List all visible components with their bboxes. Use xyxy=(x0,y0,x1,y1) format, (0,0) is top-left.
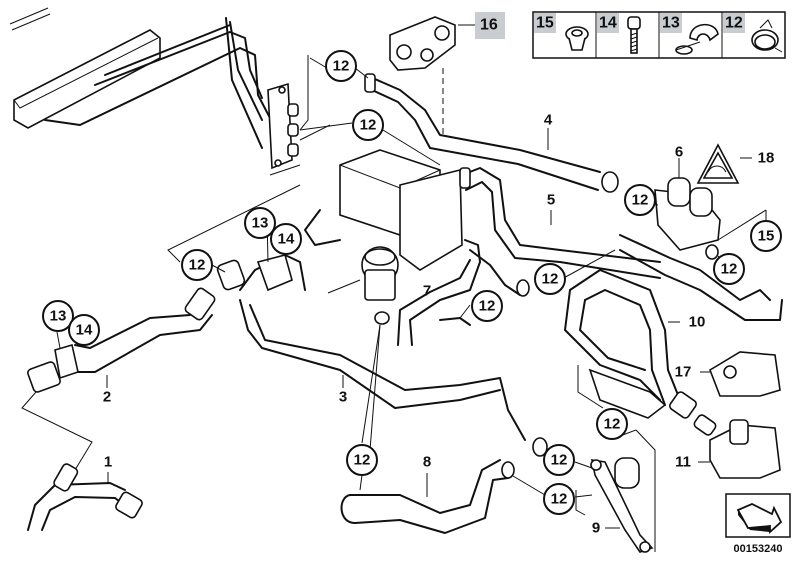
callout-13: 13 xyxy=(42,300,74,332)
hose-clamp-icon xyxy=(751,19,783,53)
callout-13: 13 xyxy=(244,207,276,239)
legend-number: 13 xyxy=(662,15,680,32)
callout-12: 12 xyxy=(543,444,575,476)
part-label-11: 11 xyxy=(675,454,691,471)
grommet-icon xyxy=(565,26,589,51)
part-label-2: 2 xyxy=(103,389,111,406)
callout-12: 12 xyxy=(596,408,628,440)
callout-12: 12 xyxy=(624,184,656,216)
hose-10 xyxy=(564,269,697,419)
hose-4 xyxy=(364,73,619,193)
legend-item-13: 13 xyxy=(660,13,719,55)
part-label-10: 10 xyxy=(689,314,706,331)
callout-label: 12 xyxy=(360,117,377,134)
pump-cover-17 xyxy=(700,351,781,397)
warning-label-18 xyxy=(696,143,752,184)
pipe-clamp-icon xyxy=(675,23,719,55)
next-page-arrow-icon xyxy=(736,503,783,535)
callout-14: 14 xyxy=(68,314,100,346)
callout-label: 15 xyxy=(758,228,775,245)
legend-strip: 15 14 13 xyxy=(532,11,786,59)
bracket-valve-9 xyxy=(575,429,656,553)
callout-12: 12 xyxy=(346,444,378,476)
legend-item-15: 15 xyxy=(534,13,589,51)
callout-label: 12 xyxy=(632,192,649,209)
part-label-8: 8 xyxy=(423,454,431,471)
part-label-17: 17 xyxy=(675,364,692,381)
legend-number-16: 16 xyxy=(480,17,498,34)
next-page-arrow[interactable] xyxy=(725,493,791,538)
callout-12: 12 xyxy=(543,483,575,515)
callout-label: 13 xyxy=(252,215,269,232)
callout-label: 12 xyxy=(542,271,559,288)
legend-item-14: 14 xyxy=(597,13,641,54)
callout-12: 12 xyxy=(325,50,357,82)
callout-label: 13 xyxy=(50,308,67,325)
callout-label: 12 xyxy=(551,452,568,469)
callout-label: 12 xyxy=(354,452,371,469)
legend-part-16: 16 xyxy=(475,12,505,39)
legend-item-12: 12 xyxy=(723,13,783,53)
legend-number: 14 xyxy=(599,15,617,32)
part-label-6: 6 xyxy=(675,144,683,161)
part-label-7: 7 xyxy=(423,283,431,300)
heater-core-pipes xyxy=(9,7,331,176)
water-valve-6 xyxy=(654,158,767,263)
hose-2 xyxy=(21,287,216,471)
legend-number: 15 xyxy=(536,15,554,32)
part-label-9: 9 xyxy=(592,520,600,537)
gasket-plate-16 xyxy=(389,16,475,135)
callout-label: 12 xyxy=(551,491,568,508)
callout-14: 14 xyxy=(270,223,302,255)
callout-12: 12 xyxy=(181,249,213,281)
hose-5 xyxy=(550,210,783,321)
part-label-3: 3 xyxy=(339,389,347,406)
part-label-18: 18 xyxy=(758,150,775,167)
callout-label: 12 xyxy=(721,261,738,278)
callout-label: 14 xyxy=(76,322,93,339)
callout-label: 14 xyxy=(278,231,295,248)
part-label-4: 4 xyxy=(544,112,553,129)
hose-1 xyxy=(27,463,143,531)
hose-3 xyxy=(216,254,548,457)
callout-label: 12 xyxy=(604,416,621,433)
callout-12: 12 xyxy=(352,109,384,141)
callout-12: 12 xyxy=(471,290,503,322)
callout-15: 15 xyxy=(750,220,782,252)
hose-8 xyxy=(340,459,546,534)
callout-label: 12 xyxy=(333,58,350,75)
callout-label: 12 xyxy=(189,257,206,274)
auxiliary-water-pump-11 xyxy=(693,414,781,479)
document-number: 00153240 xyxy=(734,543,783,555)
callout-12: 12 xyxy=(534,263,566,295)
part-label-5: 5 xyxy=(547,192,555,209)
part-label-1: 1 xyxy=(104,454,112,471)
screw-icon xyxy=(627,16,641,54)
auxiliary-heater xyxy=(304,149,661,325)
legend-number: 12 xyxy=(725,15,743,32)
hose-7 xyxy=(397,239,530,346)
callout-12: 12 xyxy=(713,253,745,285)
callout-label: 12 xyxy=(479,298,496,315)
